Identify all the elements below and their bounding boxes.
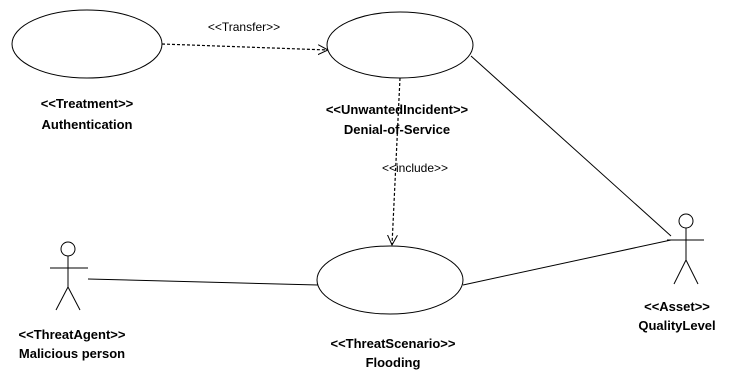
threat-scenario-stereotype: <<ThreatScenario>>	[330, 336, 455, 351]
unwanted-incident-usecase[interactable]	[326, 11, 474, 79]
unwanted-incident-name: Denial-of-Service	[344, 122, 450, 137]
scenario-asset-association	[462, 239, 672, 286]
include-label: <<include>>	[382, 161, 448, 175]
unwanted-incident-stereotype: <<UnwantedIncident>>	[326, 102, 469, 117]
threat-agent-stereotype: <<ThreatAgent>>	[19, 327, 126, 342]
treatment-stereotype: <<Treatment>>	[41, 96, 134, 111]
threat-scenario-name: Flooding	[366, 355, 421, 370]
asset-name: QualityLevel	[638, 318, 715, 333]
threat-scenario-usecase[interactable]	[316, 245, 464, 315]
asset-actor-icon[interactable]	[667, 213, 704, 285]
treatment-usecase[interactable]	[11, 9, 163, 79]
threat-agent-name: Malicious person	[19, 346, 125, 361]
transfer-connector	[161, 43, 328, 50]
transfer-label: <<Transfer>>	[208, 20, 280, 34]
asset-stereotype: <<Asset>>	[644, 299, 710, 314]
incident-asset-association	[470, 55, 672, 237]
include-connector	[392, 77, 401, 245]
treatment-name: Authentication	[42, 117, 133, 132]
threat-agent-actor-icon[interactable]	[50, 241, 88, 311]
agent-scenario-association	[87, 278, 319, 286]
